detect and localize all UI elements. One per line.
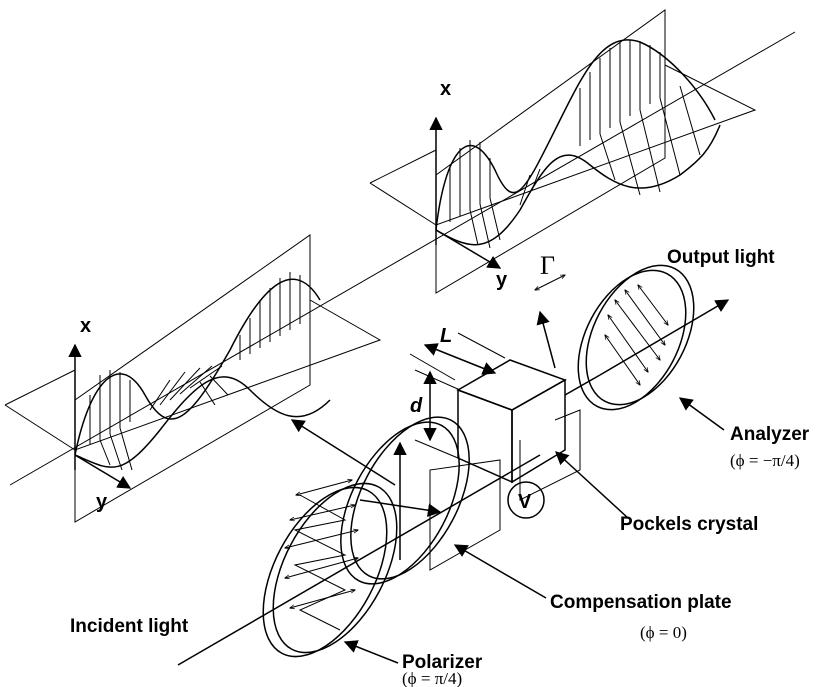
output-light-label: Output light: [667, 247, 775, 268]
pointer-to-output-panel: [536, 310, 556, 369]
axis-y-label-left: y: [96, 491, 108, 513]
axis-x-label-right: x: [440, 78, 451, 100]
pointer-to-input-panel: [290, 419, 396, 486]
gamma-label: Γ: [540, 251, 555, 280]
polarizer-label: Polarizer: [402, 652, 483, 673]
analyzer-angle: (ϕ = −π/4): [730, 451, 800, 470]
voltage-label: V: [518, 491, 532, 513]
compensation-plate-label: Compensation plate: [550, 592, 732, 613]
polarizer: [262, 463, 398, 658]
incident-light-label: Incident light: [70, 616, 189, 637]
analyzer-label: Analyzer: [730, 424, 810, 445]
compensation-plate: [340, 416, 470, 585]
input-wave-panel: x y: [4, 234, 382, 523]
pockels-crystal-label: Pockels crystal: [620, 514, 758, 535]
axis-x-label-left: x: [80, 315, 91, 337]
pockels-crystal: V L d: [409, 325, 581, 571]
output-wave-panel: x y Γ: [369, 9, 757, 294]
analyzer: [577, 264, 695, 411]
compensation-plate-angle: (ϕ = 0): [640, 623, 687, 642]
polarizer-angle: (ϕ = π/4): [402, 669, 462, 687]
length-L-label: L: [440, 325, 452, 347]
thickness-d-label: d: [410, 395, 423, 417]
optical-axis: [9, 31, 796, 486]
axis-y-label-right: y: [496, 269, 508, 291]
